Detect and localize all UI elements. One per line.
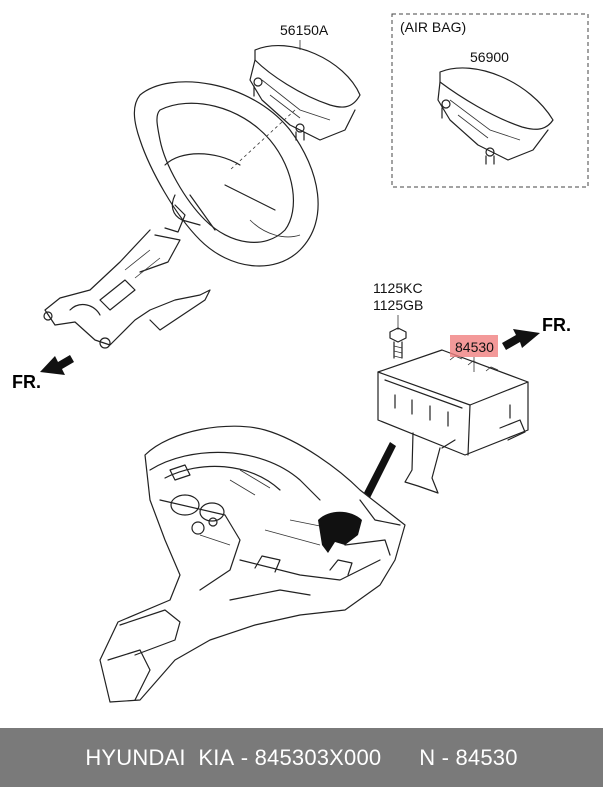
front-arrow-right xyxy=(502,329,540,350)
airbag-location-marker xyxy=(318,511,362,553)
airbag-box-title: (AIR BAG) xyxy=(400,19,466,35)
part-label-56150A: 56150A xyxy=(280,22,329,38)
passenger-airbag-module xyxy=(377,349,529,494)
part-label-56900: 56900 xyxy=(470,49,509,65)
part-label-84530: 84530 xyxy=(455,339,494,355)
bolt xyxy=(389,315,407,359)
footer-part-number: - 845303X000 xyxy=(240,744,382,770)
leader-line-56150A xyxy=(229,109,296,171)
bolt-label-1125GB: 1125GB xyxy=(373,297,423,313)
part-info-footer: HYUNDAI KIA - 845303X000 N - 84530 xyxy=(0,728,603,787)
steering-wheel xyxy=(133,81,319,267)
footer-brand: HYUNDAI KIA xyxy=(85,744,235,770)
airbag-module-56900 xyxy=(437,67,554,165)
bolt-label-1125KC: 1125KC xyxy=(373,280,423,296)
steering-column xyxy=(43,204,211,349)
front-arrow-left xyxy=(40,355,74,375)
front-label-left: FR. xyxy=(12,372,41,392)
highlight-84530 xyxy=(450,335,498,357)
airbag-option-box xyxy=(391,13,589,188)
front-label-right: FR. xyxy=(542,315,571,335)
parts-diagram: 56150A (AIR BAG) 56900 FR. FR. 1125KC 11… xyxy=(12,13,589,703)
driver-airbag-module xyxy=(249,40,361,141)
footer-ref: N - 84530 xyxy=(419,744,518,770)
dashboard-assembly xyxy=(99,425,406,703)
